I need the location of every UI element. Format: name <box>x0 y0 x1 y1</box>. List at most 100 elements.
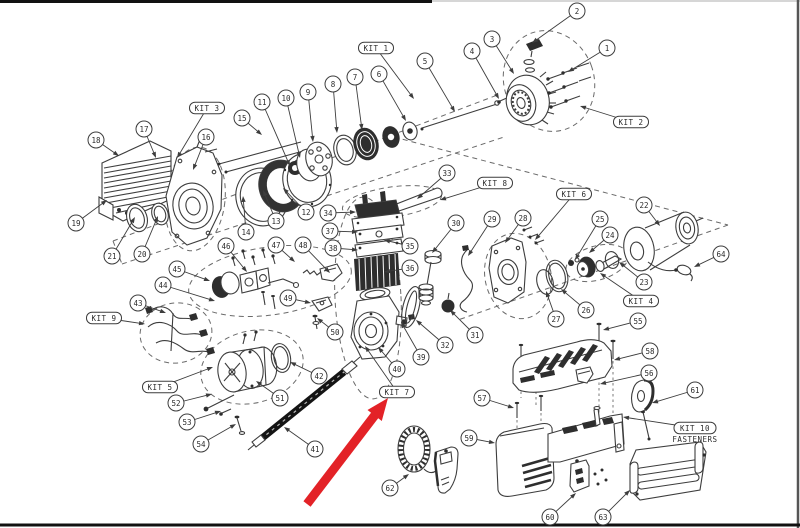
remote-control-drawing <box>397 425 459 494</box>
kit-label-kit-1: KIT 1 <box>358 41 414 99</box>
tie-rods-drawing <box>204 141 308 174</box>
wire-rope-hook-drawing <box>647 261 693 282</box>
callout-50: 50 <box>317 318 344 341</box>
callout-41: 41 <box>284 427 324 458</box>
kit-label-kit-4: KIT 4 <box>600 273 659 308</box>
callout-32: 32 <box>416 320 454 354</box>
svg-text:47: 47 <box>271 241 280 250</box>
motor-fasteners-drawing <box>203 394 246 435</box>
callout-56: 56 <box>600 364 658 385</box>
svg-text:2: 2 <box>575 7 580 16</box>
svg-text:33: 33 <box>442 169 451 178</box>
callout-49: 49 <box>279 289 311 307</box>
callout-27: 27 <box>545 291 565 328</box>
svg-text:16: 16 <box>201 133 211 142</box>
pump-housing-drawing <box>350 295 415 360</box>
svg-text:50: 50 <box>330 328 340 337</box>
svg-text:45: 45 <box>172 265 181 274</box>
svg-text:KIT 3: KIT 3 <box>194 104 219 113</box>
callout-55: 55 <box>603 312 647 331</box>
svg-text:35: 35 <box>405 242 414 251</box>
svg-text:41: 41 <box>310 445 319 454</box>
callout-29: 29 <box>468 210 501 256</box>
svg-text:52: 52 <box>171 399 180 408</box>
brake-knob-drawing <box>441 292 455 313</box>
callout-9: 9 <box>299 83 317 142</box>
callout-14: 14 <box>237 196 255 241</box>
svg-text:64: 64 <box>716 250 726 259</box>
svg-text:62: 62 <box>385 484 394 493</box>
callout-38: 38 <box>324 239 358 257</box>
callout-20: 20 <box>133 216 158 263</box>
kit-label-kit-5: KIT 5 <box>142 367 213 394</box>
red-arrow-layer <box>303 398 388 507</box>
svg-text:42: 42 <box>314 372 323 381</box>
kit-label-kit-6: KIT 6 <box>535 187 592 240</box>
callout-47: 47 <box>267 236 295 262</box>
callout-3: 3 <box>483 30 514 74</box>
svg-text:14: 14 <box>241 228 251 237</box>
kit-label-kit-9: KIT 9 <box>86 311 145 326</box>
svg-text:1: 1 <box>605 44 610 53</box>
svg-text:46: 46 <box>221 242 231 251</box>
svg-text:61: 61 <box>690 386 699 395</box>
drum-drive-coupling-drawing <box>576 251 623 278</box>
callout-64: 64 <box>694 245 730 267</box>
callout-53: 53 <box>178 410 221 431</box>
svg-text:KIT 8: KIT 8 <box>482 179 507 188</box>
callout-44: 44 <box>154 276 215 302</box>
svg-text:39: 39 <box>416 353 425 362</box>
callout-45: 45 <box>168 260 210 282</box>
svg-text:KIT 5: KIT 5 <box>147 383 172 392</box>
svg-text:63: 63 <box>598 513 607 522</box>
svg-text:13: 13 <box>271 217 280 226</box>
svg-text:43: 43 <box>133 299 142 308</box>
svg-text:24: 24 <box>605 231 615 240</box>
end-plate-drawing <box>488 226 545 304</box>
clutch-gears-drawing <box>333 121 418 166</box>
svg-text:55: 55 <box>633 317 642 326</box>
callout-36: 36 <box>384 259 419 277</box>
callout-5: 5 <box>416 52 455 112</box>
svg-text:30: 30 <box>451 219 461 228</box>
svg-text:7: 7 <box>353 73 358 82</box>
svg-text:5: 5 <box>423 57 428 66</box>
solenoid-valve-stack-drawing <box>351 191 405 301</box>
callout-58: 58 <box>614 342 659 361</box>
callout-24: 24 <box>589 226 619 253</box>
planet-carrier-drawing <box>288 141 333 182</box>
callout-15: 15 <box>233 109 262 135</box>
svg-text:18: 18 <box>91 136 101 145</box>
callout-19: 19 <box>67 200 107 232</box>
callout-25: 25 <box>575 210 609 260</box>
callout-52: 52 <box>167 393 212 412</box>
callout-42: 42 <box>290 362 328 385</box>
callout-60: 60 <box>541 493 576 526</box>
kit-label-kit-8: KIT 8 <box>440 176 513 201</box>
svg-text:KIT 4: KIT 4 <box>628 297 653 306</box>
kit-label-kit-3: KIT 3 <box>177 101 225 158</box>
callout-26: 26 <box>561 289 595 319</box>
svg-text:51: 51 <box>275 394 284 403</box>
callout-51: 51 <box>256 381 289 407</box>
svg-text:4: 4 <box>470 47 475 56</box>
svg-text:38: 38 <box>328 244 338 253</box>
motor-oring-drawing <box>270 343 292 373</box>
callout-57: 57 <box>473 389 514 409</box>
piston-rod-drawing <box>418 249 442 306</box>
svg-text:26: 26 <box>581 306 591 315</box>
callout-layer: 1234567891011121314151617181920212223242… <box>67 2 730 526</box>
callout-30: 30 <box>432 214 465 253</box>
gear-housing-drawing <box>165 134 223 246</box>
svg-text:11: 11 <box>257 98 266 107</box>
callout-16: 16 <box>193 128 215 170</box>
callout-48: 48 <box>294 236 330 273</box>
callout-2: 2 <box>532 2 586 43</box>
svg-text:21: 21 <box>107 252 116 261</box>
svg-text:49: 49 <box>283 294 292 303</box>
svg-text:KIT 2: KIT 2 <box>618 118 643 127</box>
kit-label-kit-7: KIT 7 <box>365 346 415 399</box>
svg-text:KIT 1: KIT 1 <box>363 44 388 53</box>
